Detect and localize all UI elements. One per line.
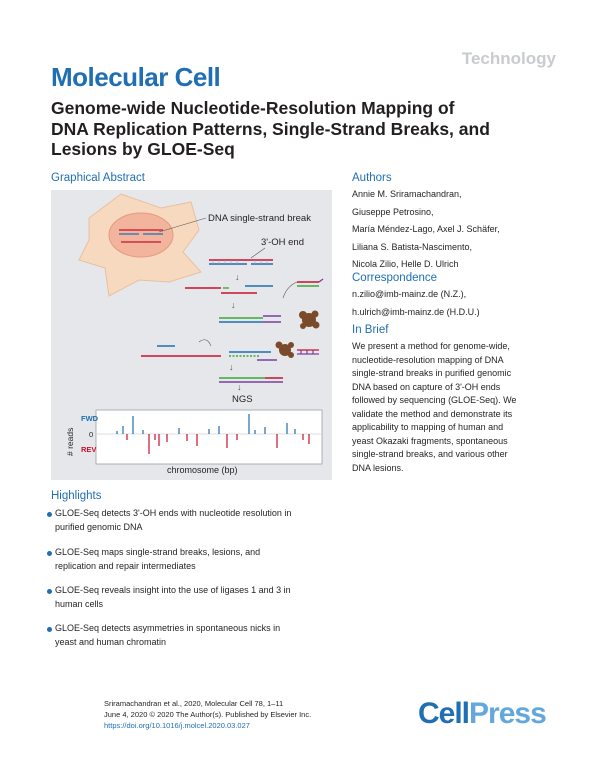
article-title: Genome-wide Nucleotide-Resolution Mappin… [51,98,551,160]
author-line: Giuseppe Petrosino, [352,206,434,217]
graphical-abstract-figure: DNA single-strand break 3'-OH end ↓ ↓ [51,190,332,480]
highlight-line: GLOE-Seq detects asymmetries in spontane… [55,623,281,633]
highlight-line: replication and repair intermediates [55,560,196,571]
citation: Sriramachandran et al., 2020, Molecular … [104,698,311,731]
authors-list: Annie M. Sriramachandran, Giuseppe Petro… [352,188,572,272]
authors-heading: Authors [352,172,392,184]
correspondence-emails[interactable]: n.zilio@imb-mainz.de (N.Z.), h.ulrich@im… [352,288,572,319]
email-link[interactable]: n.zilio@imb-mainz.de (N.Z.), [352,289,467,299]
email-link[interactable]: h.ulrich@imb-mainz.de (H.D.U.) [352,306,480,317]
highlight-line: GLOE-Seq reveals insight into the use of… [55,585,291,595]
step3-dna [219,315,281,323]
label-break: DNA single-strand break [208,213,311,224]
graphical-abstract-heading: Graphical Abstract [51,172,145,184]
in-brief-line: DNA based on capture of 3'-OH ends [352,381,501,392]
bullet-icon [47,512,52,517]
bullet-icon [47,589,52,594]
label-ngs: NGS [232,394,253,405]
axis-y-label: # reads [65,428,75,456]
author-line: María Méndez-Lago, Axel J. Schäfer, [352,224,500,234]
nucleus [108,212,174,258]
highlight-line: human cells [55,598,104,609]
logo-cell: Cell [418,697,470,730]
highlight-item: GLOE-Seq detects asymmetries in spontane… [55,622,355,649]
highlight-item: GLOE-Seq detects 3'-OH ends with nucleot… [55,507,355,534]
highlight-item: GLOE-Seq maps single-strand breaks, lesi… [55,546,355,573]
highlight-line: yeast and human chromatin [55,636,167,647]
title-line: Lesions by GLOE-Seq [51,139,235,159]
author-line: Nicola Zilio, Helle D. Ulrich [352,259,459,269]
svg-text:↓: ↓ [229,362,234,372]
logo-press: Press [469,697,547,730]
in-brief-line: We present a method for genome-wide, [352,341,510,351]
highlight-line: GLOE-Seq maps single-strand breaks, lesi… [55,547,261,557]
cellpress-logo: CellPress [418,697,547,731]
step4-dna [141,345,277,361]
highlight-item: GLOE-Seq reveals insight into the use of… [55,584,355,611]
in-brief-heading: In Brief [352,324,389,336]
author-line: Liliana S. Batista-Nascimento, [352,241,473,252]
in-brief-line: single-strand breaks, and various other [352,449,508,459]
svg-text:↓: ↓ [237,382,242,392]
highlights-heading: Highlights [51,490,102,502]
in-brief-text: We present a method for genome-wide, nuc… [352,340,572,475]
title-line: Genome-wide Nucleotide-Resolution Mappin… [51,98,455,118]
title-line: DNA Replication Patterns, Single-Strand … [51,118,490,139]
step1-dna [209,259,273,265]
step2-dna [185,285,273,294]
in-brief-line: validate the method and demonstrate its [352,408,513,419]
svg-text:↓: ↓ [235,272,240,282]
section-tag: Technology [461,49,556,68]
citation-line: June 4, 2020 © 2020 The Author(s). Publi… [104,710,312,719]
journal-name: Molecular Cell [51,62,221,92]
axis-x-label: chromosome (bp) [167,465,238,475]
enzyme-icon [299,310,320,329]
legend-rev: REV [81,445,96,454]
reads-rev [126,434,310,454]
in-brief-line: DNA lesions. [352,462,404,473]
svg-text:↓: ↓ [231,300,236,310]
reads-plot-frame [95,409,323,465]
in-brief-line: nucleotide-resolution mapping of DNA [352,354,504,365]
bullet-icon [47,551,52,556]
highlight-line: purified genomic DNA [55,521,143,532]
in-brief-line: applicability to mapping of human and [352,422,504,432]
reads-fwd [116,414,296,434]
enzyme-icon [275,341,294,358]
highlight-line: GLOE-Seq detects 3'-OH ends with nucleot… [55,508,292,518]
library-dna [219,377,283,383]
label-oh: 3'-OH end [261,237,304,248]
bullet-icon [47,627,52,632]
nucleus-dna [119,229,163,243]
in-brief-line: followed by sequencing (GLOE-Seq). We [352,395,517,405]
doi-link[interactable]: https://doi.org/10.1016/j.molcel.2020.03… [104,721,250,730]
adapter-1 [297,278,324,287]
in-brief-line: yeast Okazaki fragments, spontaneous [352,435,508,446]
citation-line: Sriramachandran et al., 2020, Molecular … [104,699,284,708]
legend-zero: 0 [89,430,93,439]
author-line: Annie M. Sriramachandran, [352,189,462,199]
adapter-2 [297,349,319,355]
legend-fwd: FWD [81,414,99,423]
in-brief-line: single-strand breaks in purified genomic [352,368,512,378]
correspondence-heading: Correspondence [352,272,438,284]
